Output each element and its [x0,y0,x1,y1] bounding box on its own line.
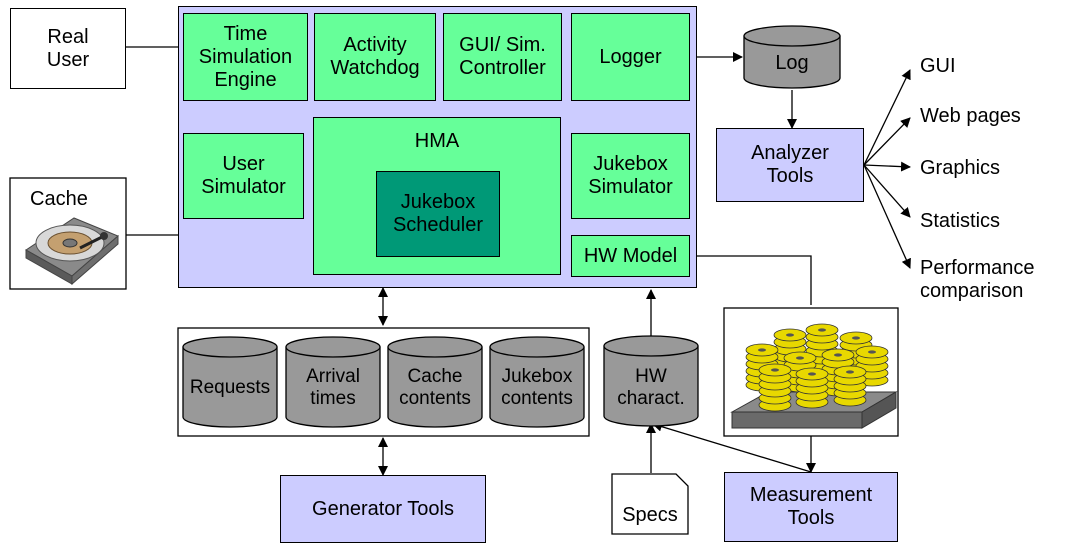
cache-contents-label: Cache contents [399,366,471,409]
disc-hole [786,333,794,337]
jukebox-icon [730,323,898,429]
analyzer-tools-label: Analyzer Tools [751,142,829,187]
generator-tools-box: Generator Tools [280,475,486,543]
disc-hole [868,350,876,354]
user-simulator-module: User Simulator [183,133,304,219]
requests-label: Requests [189,377,271,398]
hw-charact-label: HW charact. [617,366,685,409]
log-cylinder [743,25,841,89]
jukebox-simulator-label: Jukebox Simulator [588,153,673,198]
analyzer-to-web-arrow [863,117,911,166]
hw-charact-cylinder [603,335,699,427]
requests-cylinder [182,336,278,428]
log-label: Log [775,52,809,74]
disc-hole [818,328,826,332]
hw-model-to-jukebox-connector [695,255,812,305]
generator-tools-label: Generator Tools [312,497,454,520]
disc-hole [852,336,860,340]
jukebox-scheduler-module: Jukebox Scheduler [376,171,500,257]
disc-hole [758,348,766,352]
disc-hole [834,353,842,357]
disc-hole [846,370,854,374]
disc-hole [771,368,779,372]
disc-hole [808,372,816,376]
activity-watchdog-label: Activity Watchdog [330,34,420,79]
real-user-box: Real User [10,8,126,89]
analyzer-to-performance-arrow [863,164,911,269]
jukebox-simulator-module: Jukebox Simulator [571,133,690,219]
analyzer-to-graphics-arrow [863,161,911,172]
hw-model-label: HW Model [583,244,678,267]
output-performance-comparison: Performance comparison [920,257,1035,302]
output-graphics: Graphics [920,157,1001,179]
hma-label: HMA [414,130,460,152]
disc-hole [796,356,804,360]
output-gui: GUI [920,55,956,77]
logger-module: Logger [571,13,690,101]
jukebox-contents-label: Jukebox contents [501,366,573,409]
output-web-pages: Web pages [920,105,1021,127]
jukebox-contents-cylinder [489,336,585,428]
specs-document [611,473,689,535]
arrival-times-cylinder [285,336,381,428]
analyzer-to-gui-arrow [863,69,911,166]
measurement-tools-box: Measurement Tools [724,472,898,542]
activity-watchdog-module: Activity Watchdog [314,13,436,101]
disc-stack [795,367,829,409]
hw-model-module: HW Model [571,235,690,277]
jukebox-scheduler-label: Jukebox Scheduler [392,191,484,236]
gui-sim-controller-module: GUI/ Sim. Controller [443,13,562,101]
analyzer-to-statistics-arrow [863,164,911,218]
specs-label: Specs [622,504,678,526]
logger-label: Logger [599,45,662,68]
user-simulator-label: User Simulator [201,153,286,198]
output-statistics: Statistics [920,210,1001,232]
real-user-label: Real User [46,25,90,71]
gui-sim-controller-label: GUI/ Sim. Controller [459,34,546,79]
arrival-times-label: Arrival times [306,366,360,409]
cache-contents-cylinder [387,336,483,428]
analyzer-tools-box: Analyzer Tools [716,128,864,202]
measurement-to-hw-charact-arrow [652,421,812,473]
time-simulation-engine-module: Time Simulation Engine [183,13,308,101]
disc-stack [758,363,792,412]
hard-disk-icon [25,217,119,286]
disc-stack [833,365,867,407]
cache-label: Cache [30,188,88,210]
measurement-tools-label: Measurement Tools [749,484,873,529]
time-simulation-engine-label: Time Simulation Engine [198,22,293,91]
